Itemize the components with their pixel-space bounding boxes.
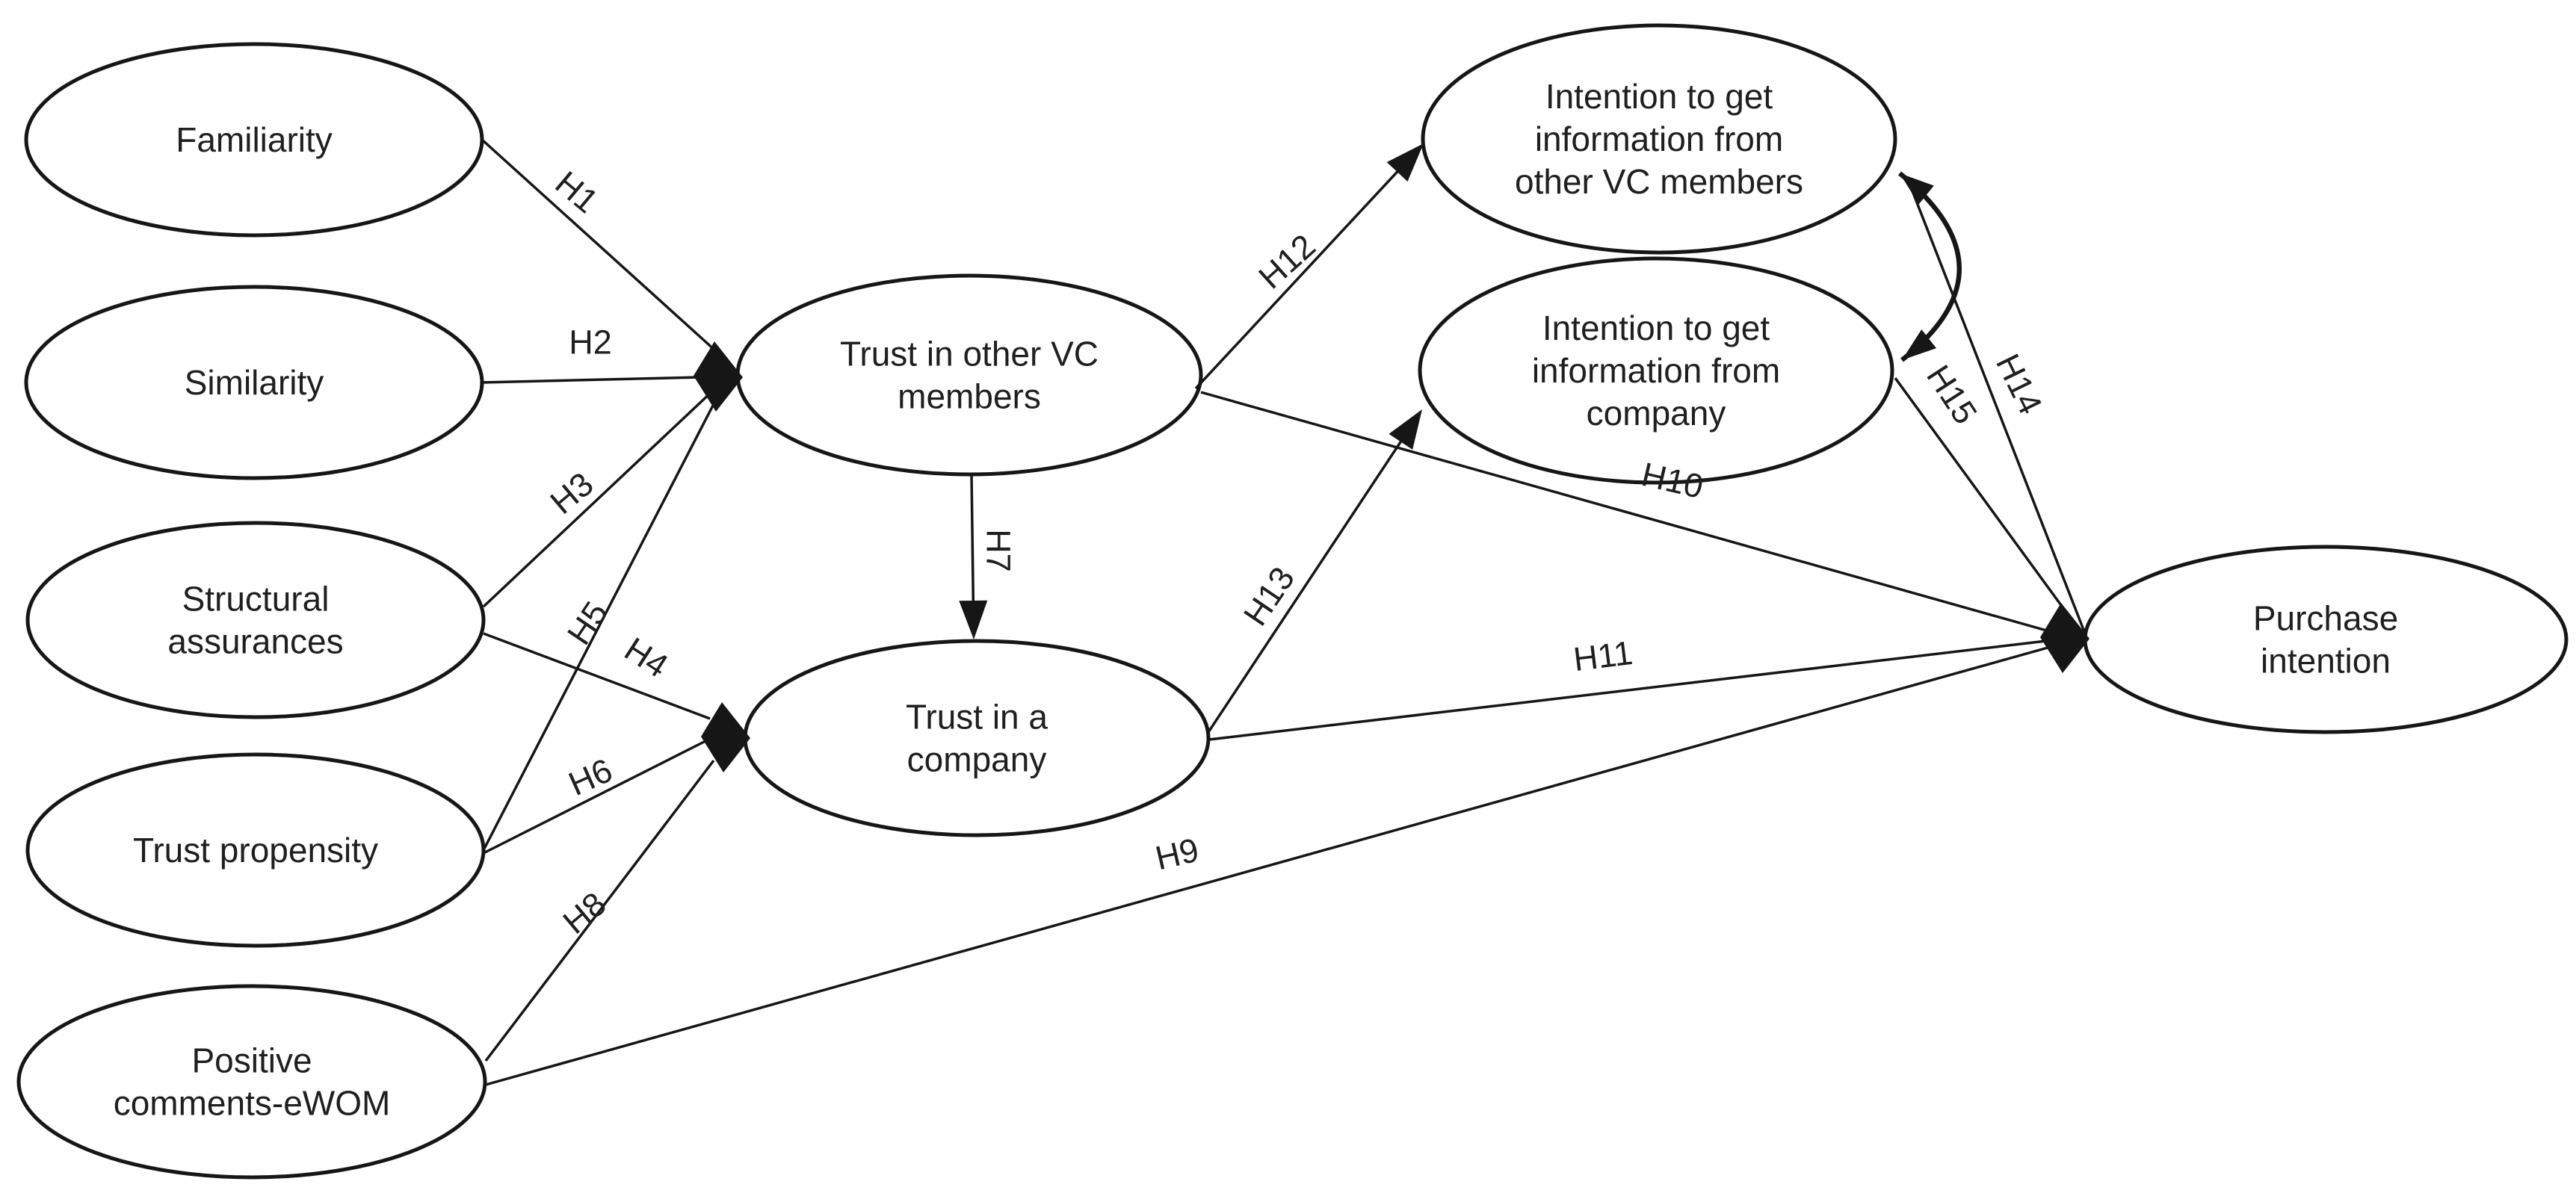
node-label-familiarity: Familiarity [176,120,333,159]
edge-label-h9: H9 [1152,831,1202,878]
edge-h6 [483,738,709,855]
edge-h9 [485,646,2048,1086]
node-label-similarity: Similarity [185,363,324,402]
arrowhead-correlation-intentions-bottom [1902,329,1937,360]
edge-h7 [970,474,975,606]
edge-h3 [482,388,715,608]
edge-h5 [483,632,711,720]
node-structural-assurances [25,521,486,719]
edge-h4 [482,399,717,851]
node-trust-in-a-company [743,639,1211,837]
edge-h14 [1909,185,2087,634]
arrowhead-correlation-intentions-top [1900,173,1934,205]
edge-label-h2: H2 [569,323,612,362]
node-intention-info-vc [1421,23,1897,255]
node-trust-other-vc-members [735,273,1203,477]
node-purchase-intention [2083,545,2569,734]
edge-h2 [481,376,699,384]
edge-h10 [1200,391,2050,633]
arrowhead-h13 [1389,409,1422,450]
arrowhead-h7 [959,600,988,639]
node-label-trust-propensity: Trust propensity [133,831,378,870]
head-into-trust-company [701,702,750,772]
edge-h13 [1207,437,1405,733]
node-positive-comments-ewom [16,984,487,1180]
edge-label-h7: H7 [980,529,1018,572]
edge-correlation-intentions [1897,171,1962,362]
edge-h8 [484,759,715,1062]
edge-label-h11: H11 [1572,633,1635,678]
edge-h15 [1894,377,2087,639]
edge-h1 [481,138,717,353]
head-into-trust-other-vc [694,341,743,412]
head-into-purchase [2040,603,2089,673]
node-intention-info-company [1418,256,1894,485]
edge-h12 [1194,167,1401,390]
arrowhead-h12 [1386,143,1424,182]
edge-h11 [1208,639,2047,741]
